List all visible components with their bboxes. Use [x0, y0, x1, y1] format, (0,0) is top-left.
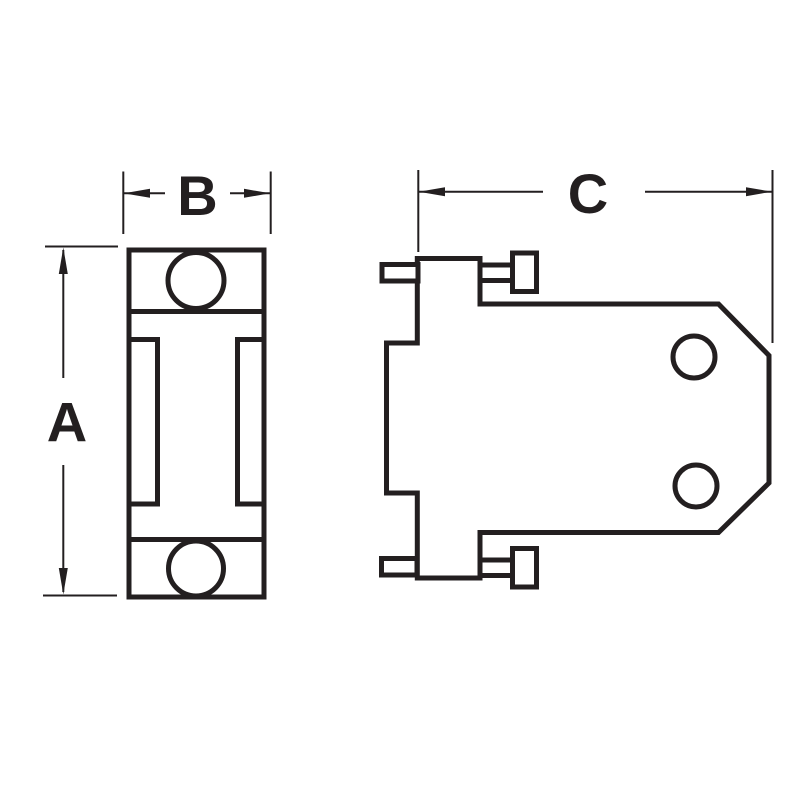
front-view [126, 247, 267, 600]
front-top-roller-circle [165, 250, 227, 311]
dim-c-arrow-left-icon [418, 187, 445, 197]
front-left-slot [129, 337, 160, 507]
side-bottom-screw-head [510, 546, 539, 590]
dim-b-arrow-right-icon [244, 188, 271, 198]
dim-a-arrow-up-icon [58, 247, 68, 274]
side-bottom-screw-shaft [477, 557, 515, 578]
side-top-screw-head [510, 250, 539, 294]
dim-c-arrow-right-icon [746, 187, 772, 197]
side-top-screw-shaft [477, 262, 515, 283]
front-outline [126, 247, 267, 600]
dim-a-label: A [47, 391, 87, 454]
side-top-tab [379, 262, 421, 284]
side-view [379, 250, 772, 590]
dimension-c: C [417, 162, 774, 343]
side-bottom-tab [379, 556, 420, 578]
side-outline [384, 256, 772, 581]
dimension-b: B [122, 164, 272, 234]
dim-b-label: B [177, 164, 217, 227]
dim-a-arrow-down-icon [58, 568, 68, 595]
side-top-hole [670, 333, 718, 381]
front-right-slot [235, 337, 264, 507]
dim-c-label: C [568, 162, 608, 225]
dim-b-arrow-left-icon [123, 188, 150, 198]
dimension-a: A [43, 245, 118, 597]
side-bottom-hole [672, 462, 720, 510]
front-bottom-roller-circle [166, 538, 226, 599]
